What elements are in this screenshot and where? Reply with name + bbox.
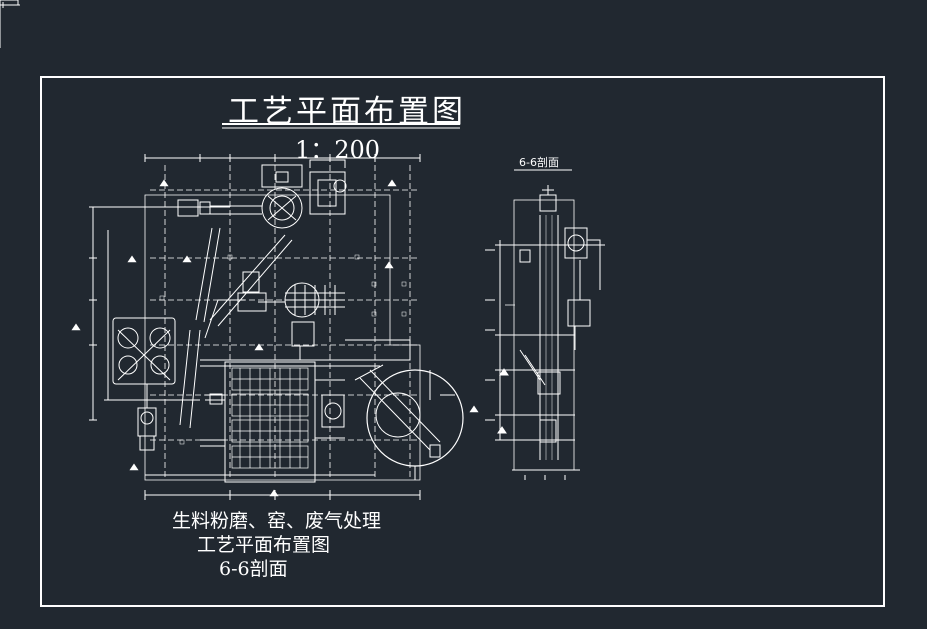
scale-label: 1：200 — [295, 136, 381, 164]
caption-line-2: 工艺平面布置图 — [197, 534, 331, 556]
caption-line-1: 生料粉磨、窑、废气处理 — [172, 510, 382, 532]
title-underline — [222, 123, 460, 129]
drawing-frame — [40, 76, 885, 607]
drawing-title: 工艺平面布置图 — [228, 94, 466, 130]
section-title: 6-6剖面 — [519, 156, 559, 169]
plan-view — [71, 154, 479, 500]
section-view — [485, 185, 605, 480]
caption-line-3: 6-6剖面 — [219, 558, 288, 580]
corner-marker — [0, 0, 20, 48]
